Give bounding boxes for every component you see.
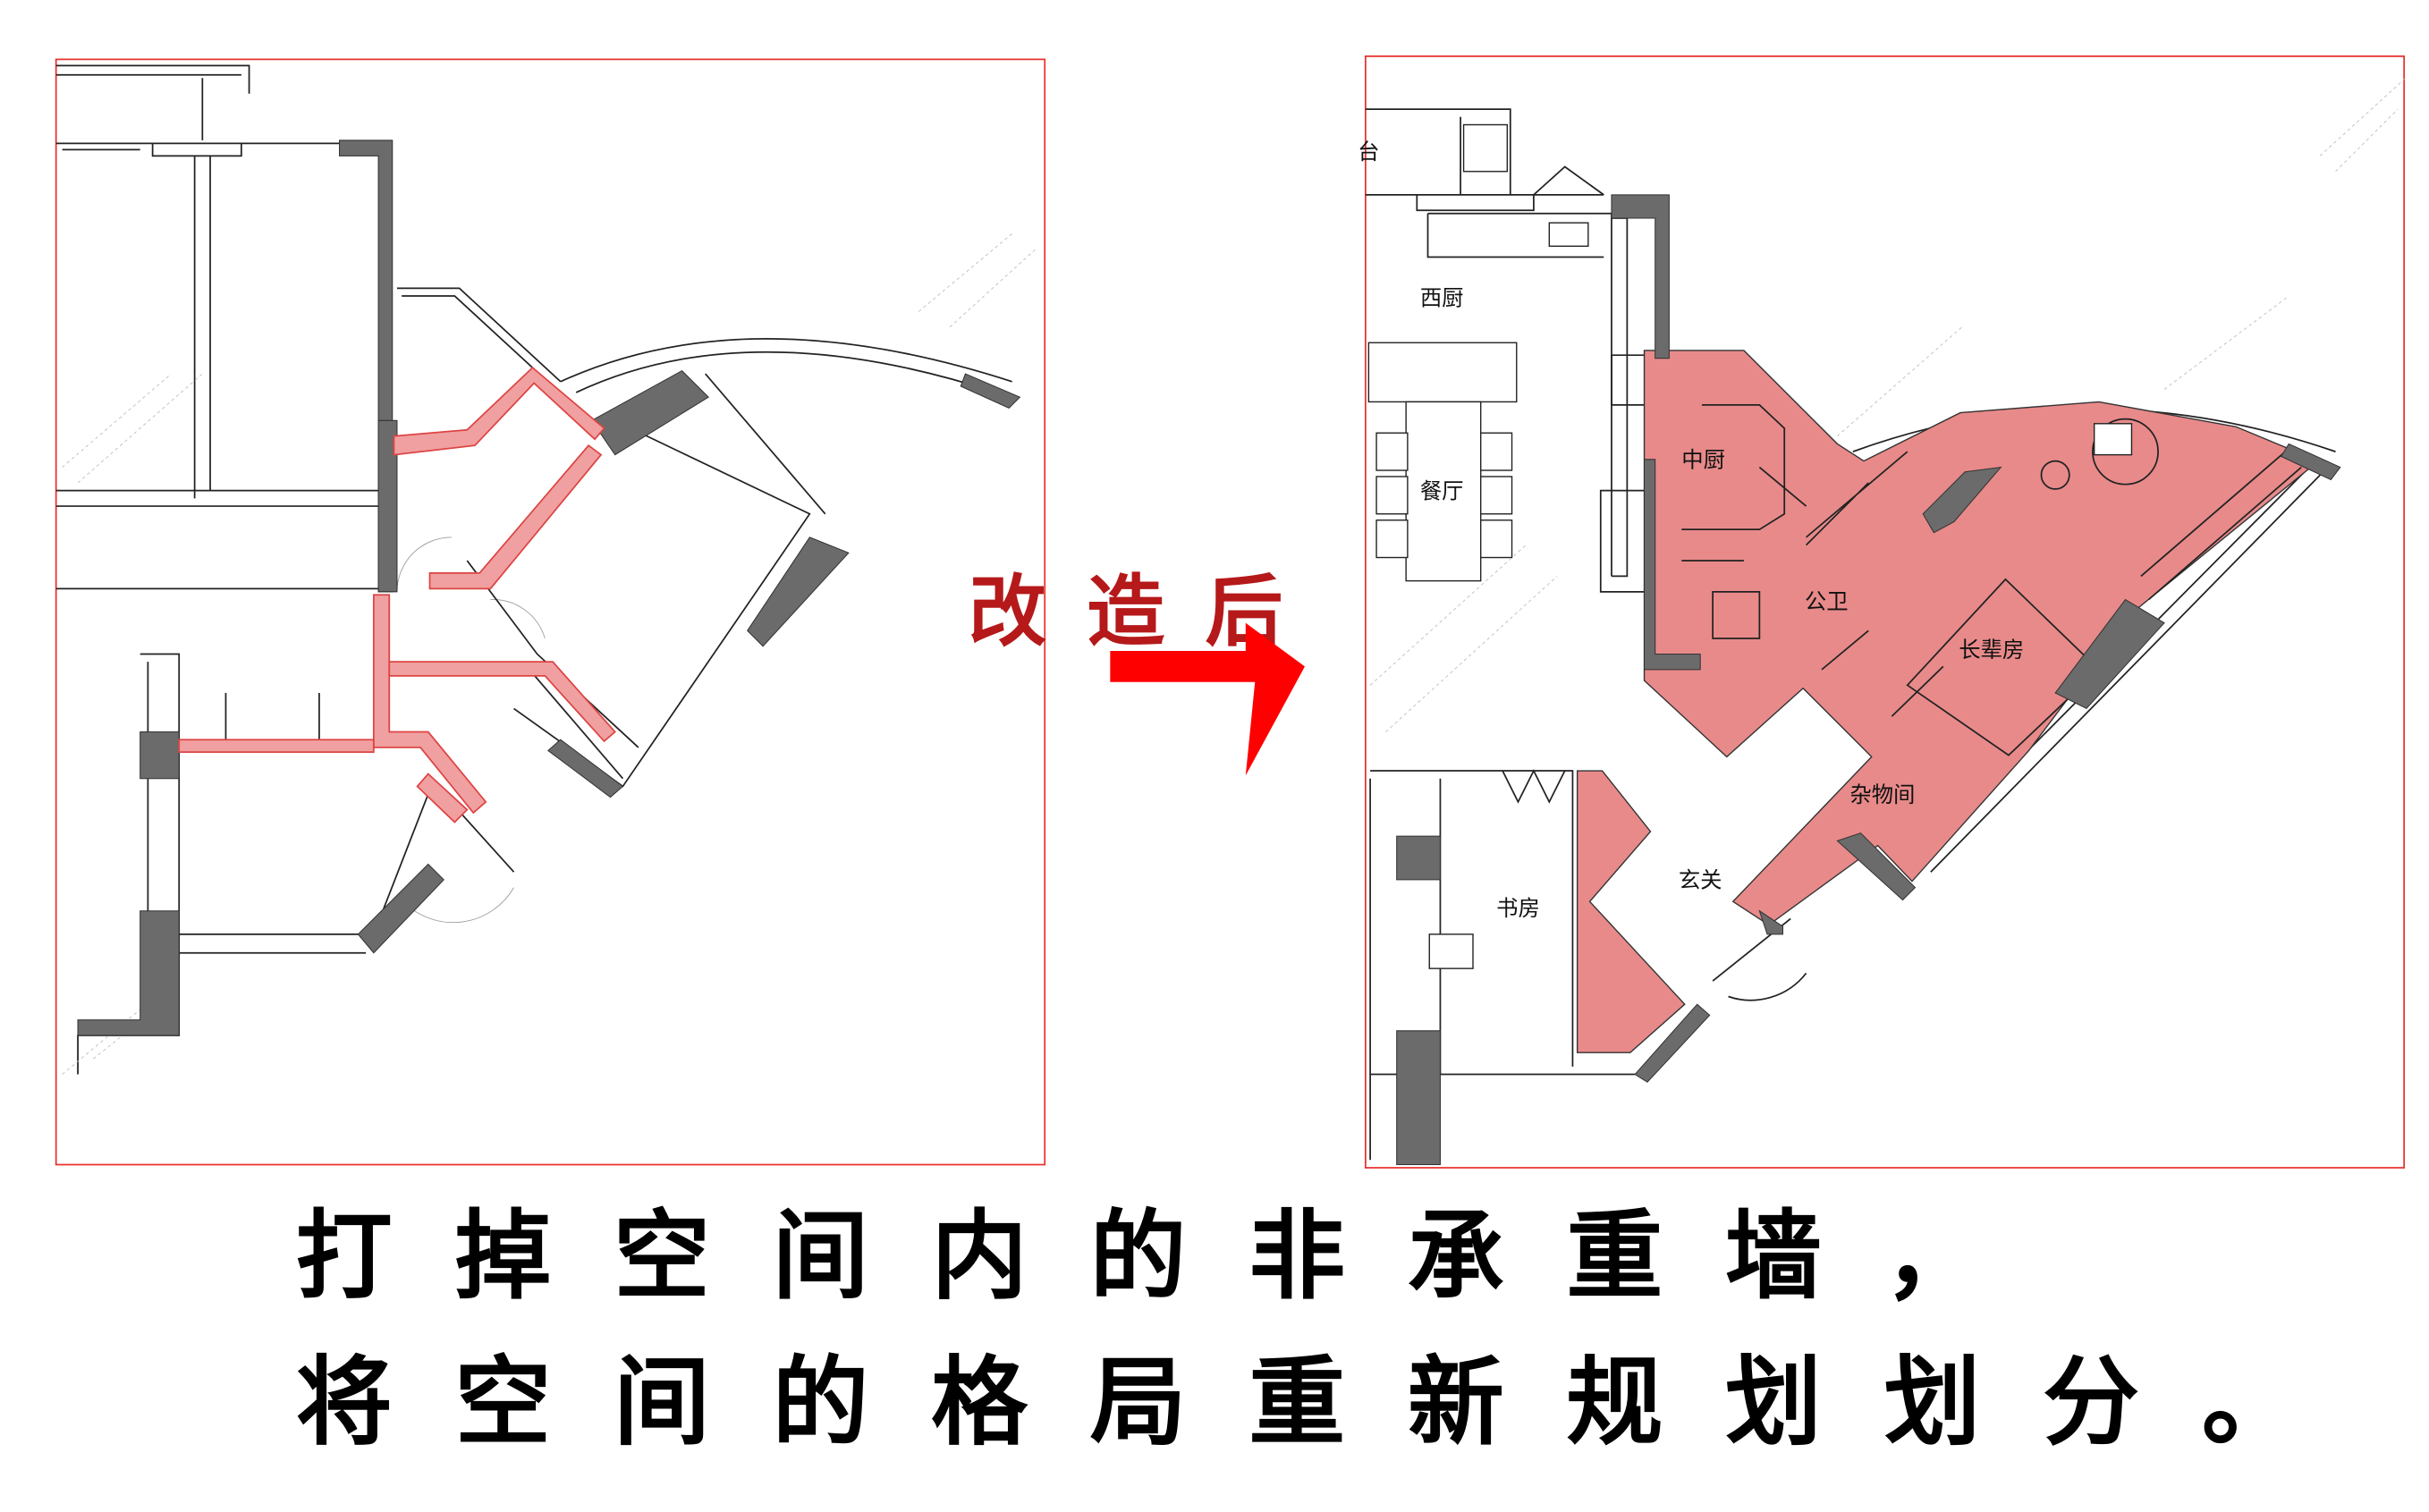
room-label-elder-room: 长辈房 bbox=[1959, 637, 2024, 663]
before-plan-frame bbox=[55, 58, 1046, 1166]
room-label-balcony: 台 bbox=[1358, 139, 1379, 165]
room-label-western-kitchen: 西厨 bbox=[1420, 284, 1464, 310]
room-label-storage: 杂物间 bbox=[1849, 781, 1915, 807]
room-label-chinese-kitchen: 中厨 bbox=[1681, 447, 1725, 473]
arrow-right-icon bbox=[1110, 622, 1305, 776]
before-floor-plan bbox=[55, 58, 1046, 1166]
room-labels: 台 西厨 餐厅 中厨 公卫 长辈房 杂物间 玄关 书房 bbox=[1358, 139, 2024, 921]
after-floor-plan: 台 西厨 餐厅 中厨 公卫 长辈房 杂物间 玄关 书房 bbox=[1358, 55, 2407, 1169]
room-label-dining: 餐厅 bbox=[1420, 477, 1464, 503]
before-structural-walls bbox=[77, 139, 1021, 1036]
after-structural-walls bbox=[1396, 194, 2341, 1166]
before-plan-linework bbox=[55, 64, 1037, 1075]
renovated-zone-study-wall bbox=[1576, 770, 1686, 1053]
after-renovation-label: 改造后 bbox=[969, 566, 1324, 657]
caption: 打掉空间内的非承重墙， 将空间的格局重新规划划分。 bbox=[296, 1201, 2361, 1459]
renovated-zone-main bbox=[1643, 350, 2320, 926]
dining-chairs bbox=[1375, 432, 1513, 559]
room-label-entry: 玄关 bbox=[1679, 867, 1722, 893]
transition-marker: 改造后 bbox=[969, 566, 1324, 776]
after-renovated-areas bbox=[1576, 350, 2320, 1053]
before-non-load-bearing-walls bbox=[178, 366, 616, 824]
caption-line-1: 打掉空间内的非承重墙， bbox=[296, 1201, 2043, 1313]
room-label-public-bath: 公卫 bbox=[1805, 588, 1849, 614]
caption-line-2: 将空间的格局重新规划划分。 bbox=[296, 1347, 2361, 1458]
after-plan-frame bbox=[1365, 55, 2406, 1169]
room-label-study: 书房 bbox=[1496, 895, 1540, 921]
